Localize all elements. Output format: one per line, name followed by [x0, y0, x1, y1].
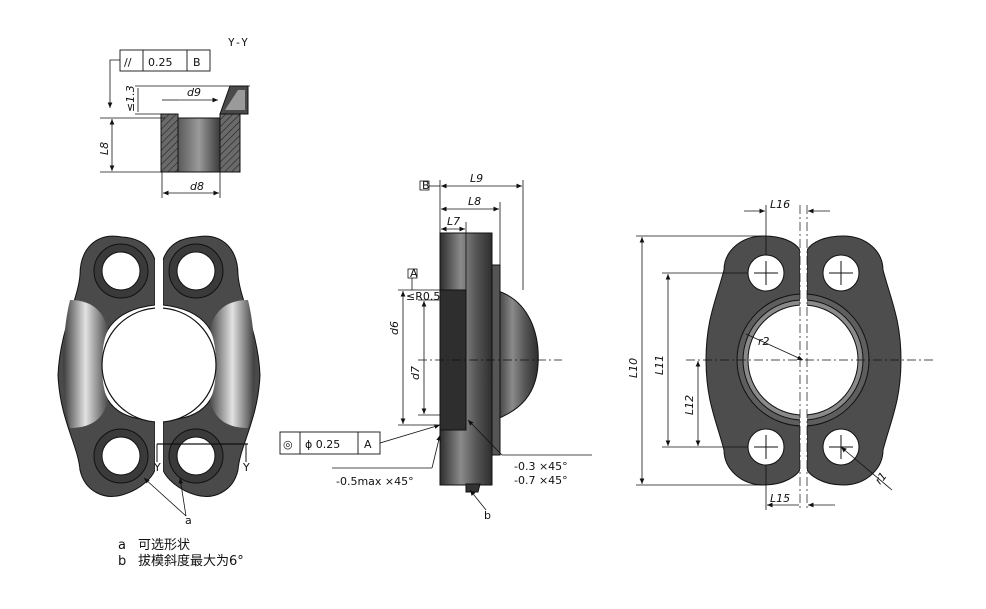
- fcf-concentric-symbol: ◎: [283, 438, 293, 451]
- note-text: 可选形状: [138, 538, 191, 553]
- radius-r1: r1: [872, 470, 889, 487]
- note-key: b: [118, 554, 127, 569]
- side-view: B L9 L8 L7 A ≤R0.5 d6 d7: [279, 172, 592, 522]
- datum-a-box: [407, 268, 418, 279]
- note-item: a 可选形状: [118, 538, 244, 554]
- note-key: a: [118, 538, 126, 553]
- chamfer-right-2: -0.7 ×45°: [514, 474, 568, 487]
- dim-L12: L12: [683, 395, 696, 415]
- dim-L7: L7: [447, 215, 460, 228]
- datum-b-box: [419, 180, 430, 191]
- section-mark-right: Y: [242, 461, 250, 474]
- dim-le13: ≤1.3: [124, 85, 137, 112]
- note-item: b 拔模斜度最大为6°: [118, 554, 244, 570]
- dim-d6: d6: [388, 321, 401, 335]
- dim-d8: d8: [190, 180, 204, 193]
- section-part: [160, 85, 249, 173]
- dim-L8-side: L8: [468, 195, 481, 208]
- fcf-value: 0.25: [148, 56, 173, 69]
- front-view: Y Y a: [57, 235, 261, 527]
- fcf-concentric-datum: A: [364, 438, 372, 451]
- dim-d7: d7: [409, 366, 422, 380]
- datum-b-label: B: [422, 179, 430, 192]
- chamfer-left: -0.5max ×45°: [336, 475, 414, 488]
- section-view: Y-Y // 0.25 B L8 ≤1.3 d9: [98, 36, 250, 198]
- dim-L10: L10: [627, 358, 640, 378]
- radius-note: ≤R0.5: [406, 290, 440, 303]
- dim-L16: L16: [770, 198, 790, 211]
- note-text: 拔模斜度最大为6°: [138, 554, 244, 569]
- concentricity-fcf: ◎ ϕ 0.25 A: [279, 424, 441, 455]
- right-view: L16 L15 L10 L11 L12 r2 r1: [627, 198, 935, 510]
- chamfer-right-1: -0.3 ×45°: [514, 460, 568, 473]
- fcf-datum: B: [193, 56, 201, 69]
- dim-L11: L11: [653, 355, 666, 375]
- callout-b: b: [484, 509, 491, 522]
- radius-r2: r2: [758, 335, 770, 348]
- dim-L15: L15: [770, 492, 790, 505]
- datum-a-label: A: [410, 267, 418, 280]
- callout-a: a: [185, 514, 192, 527]
- dim-L9: L9: [470, 172, 483, 185]
- section-mark-left: Y: [153, 461, 161, 474]
- section-title: Y-Y: [228, 36, 248, 49]
- dim-L8: L8: [98, 142, 111, 155]
- notes-list: a 可选形状 b 拔模斜度最大为6°: [118, 538, 244, 570]
- fcf-concentric-value: ϕ 0.25: [305, 438, 340, 451]
- fcf-symbol: //: [124, 56, 132, 69]
- dim-d9: d9: [187, 86, 201, 99]
- parallelism-fcf: // 0.25 B: [107, 49, 211, 108]
